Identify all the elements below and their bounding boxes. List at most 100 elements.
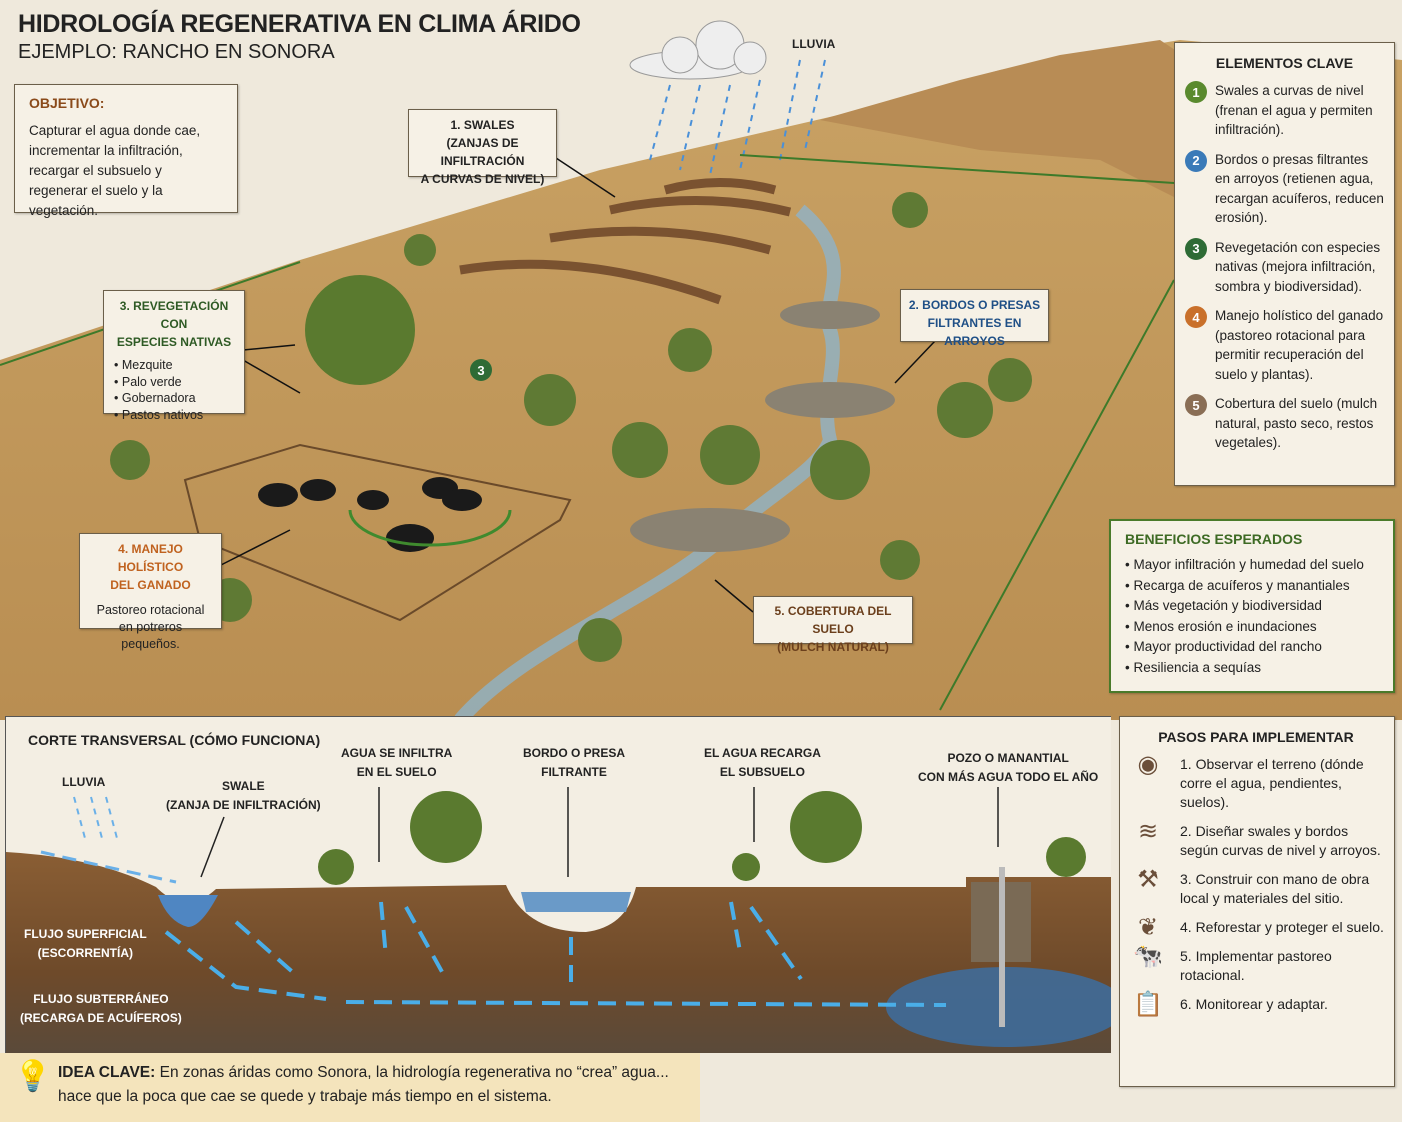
benefit-item: • Menos erosión e inundaciones bbox=[1125, 618, 1317, 634]
step-text: 4. Reforestar y proteger el suelo. bbox=[1180, 919, 1384, 935]
callout-line: (ZANJAS DE INFILTRACIÓN bbox=[440, 136, 525, 168]
steps-panel: PASOS PARA IMPLEMENTAR ◉ 1. Observar el t… bbox=[1119, 716, 1395, 1087]
bordos-callout: 2. BORDOS O PRESAS FILTRANTES EN ARROYOS bbox=[900, 289, 1049, 348]
clipboard-icon: 📋 bbox=[1133, 991, 1163, 1018]
connector-line bbox=[939, 279, 1175, 711]
eye-icon: ◉ bbox=[1137, 751, 1159, 778]
aquifer bbox=[886, 967, 1111, 1047]
callout-line: 4. MANEJO HOLÍSTICO bbox=[117, 542, 184, 574]
landscape-illustration bbox=[0, 20, 1402, 720]
manejo-callout: 4. MANEJO HOLÍSTICO DEL GANADO Pastoreo … bbox=[79, 533, 222, 651]
benefits-panel: BENEFICIOS ESPERADOS • Mayor infiltració… bbox=[1109, 519, 1395, 693]
species-item: • Mezquite bbox=[114, 358, 173, 372]
number-badge: 4 bbox=[1185, 306, 1207, 328]
number-badge: 2 bbox=[1185, 149, 1207, 172]
dam-water bbox=[521, 892, 631, 912]
benefit-item: • Más vegetación y biodiversidad bbox=[1125, 598, 1322, 613]
key-element-text: Revegetación con especies nativas (mejor… bbox=[1215, 239, 1381, 294]
swales-callout: 1. SWALES (ZANJAS DE INFILTRACIÓN A CURV… bbox=[408, 109, 557, 186]
contour-lines-icon: ≋ bbox=[1137, 818, 1159, 845]
cross-section-illustration bbox=[6, 787, 1111, 1053]
step-text: 3. Construir con mano de obra local y ma… bbox=[1180, 871, 1370, 906]
step-text: 1. Observar el terreno (dónde corre el a… bbox=[1180, 756, 1364, 810]
callout-line: A CURVAS DE NIVEL) bbox=[420, 172, 545, 186]
step-item: ⚒ 3. Construir con mano de obra local y m… bbox=[1128, 866, 1384, 908]
marker-3: 3 bbox=[470, 359, 492, 381]
page-subtitle: EJEMPLO: RANCHO EN SONORA bbox=[18, 41, 335, 63]
well-pipe bbox=[999, 867, 1005, 1027]
benefit-item: • Resiliencia a sequías bbox=[1125, 659, 1262, 675]
callout-line: ESPECIES NATIVAS bbox=[116, 335, 232, 349]
steps-list: ◉ 1. Observar el terreno (dónde corre el … bbox=[1128, 751, 1384, 1018]
cs-subterraneo-label: FLUJO SUBTERRÁNEO(RECARGA DE ACUÍFEROS) bbox=[20, 992, 182, 1025]
key-element-text: Bordos o presas filtrantes en arroyos (r… bbox=[1215, 151, 1384, 226]
objective-text: Capturar el agua donde cae, incrementar … bbox=[29, 123, 201, 218]
cobertura-callout: 5. COBERTURA DEL SUELO (MULCH NATURAL) bbox=[753, 596, 913, 654]
cow-icon: 🐄 bbox=[1133, 943, 1163, 970]
callout-line: Pastoreo rotacional bbox=[96, 603, 205, 617]
number-badge: 5 bbox=[1185, 394, 1207, 416]
callout-line: 3. REVEGETACIÓN CON bbox=[119, 299, 229, 331]
check-dams bbox=[630, 301, 895, 552]
label-arrows bbox=[200, 787, 999, 878]
cross-section-panel: CORTE TRANSVERSAL (CÓMO FUNCIONA) LLUVIA… bbox=[5, 716, 1111, 1053]
groundwater-flow-arrows bbox=[164, 901, 947, 1007]
shovel-icon: ⚒ bbox=[1137, 866, 1159, 893]
number-badge: 1 bbox=[1185, 81, 1207, 103]
panel-title: PASOS PARA IMPLEMENTAR bbox=[1158, 729, 1354, 745]
cloud-icon bbox=[629, 20, 767, 80]
step-text: 6. Monitorear y adaptar. bbox=[1180, 996, 1328, 1012]
callout-line: DEL GANADO bbox=[110, 578, 191, 592]
lightbulb-icon: 💡 bbox=[14, 1060, 52, 1093]
cs-superficial-label: FLUJO SUPERFICIAL(ESCORRENTÍA) bbox=[24, 927, 147, 960]
cs-swale-label: SWALE(ZANJA DE INFILTRACIÓN) bbox=[166, 779, 321, 812]
key-elements-list: 1 Swales a curvas de nivel (frenan el agu… bbox=[1185, 81, 1384, 453]
key-idea-text: En zonas áridas como Sonora, la hidrolog… bbox=[58, 1064, 669, 1105]
trees bbox=[318, 791, 1086, 885]
mountain-ridge bbox=[820, 40, 1190, 200]
step-item: ◉ 1. Observar el terreno (dónde corre el … bbox=[1128, 751, 1384, 812]
hillside bbox=[0, 40, 1402, 720]
benefits-list: • Mayor infiltración y humedad del suelo… bbox=[1125, 555, 1379, 678]
leader-lines bbox=[220, 157, 936, 613]
key-element-item: 3 Revegetación con especies nativas (mejo… bbox=[1185, 237, 1384, 297]
benefit-item: • Recarga de acuíferos y manantiales bbox=[1125, 577, 1350, 593]
key-element-text: Swales a curvas de nivel (frenan el agua… bbox=[1215, 83, 1373, 137]
objective-title: OBJETIVO: bbox=[29, 95, 105, 111]
cross-section-title: CORTE TRANSVERSAL (CÓMO FUNCIONA) bbox=[28, 732, 321, 748]
species-item: • Gobernadora bbox=[114, 391, 196, 405]
objective-box: OBJETIVO: Capturar el agua donde cae, in… bbox=[14, 84, 238, 218]
benefit-item: • Mayor infiltración y humedad del suelo bbox=[1125, 557, 1364, 572]
panel-title: ELEMENTOS CLAVE bbox=[1215, 55, 1354, 71]
rain-streaks bbox=[649, 59, 826, 176]
step-item: ≋2. Diseñar swales y bordos según curvas… bbox=[1128, 818, 1384, 860]
vegetation bbox=[110, 192, 1032, 662]
key-elements-panel: ELEMENTOS CLAVE 1 Swales a curvas de nive… bbox=[1174, 42, 1395, 486]
key-element-item: 4 Manejo holístico del ganado (pastoreo r… bbox=[1185, 306, 1384, 384]
number-badge: 3 bbox=[1185, 237, 1207, 260]
step-item: 🐄5. Implementar pastoreo rotacional. bbox=[1128, 943, 1384, 985]
panel-title: BENEFICIOS ESPERADOS bbox=[1125, 531, 1303, 547]
sprout-icon: ❦ bbox=[1137, 914, 1159, 941]
key-element-item: 1 Swales a curvas de nivel (frenan el agu… bbox=[1185, 81, 1384, 140]
revegetation-callout: 3. REVEGETACIÓN CON ESPECIES NATIVAS • M… bbox=[103, 290, 245, 422]
step-item: ❦ 4. Reforestar y proteger el suelo. bbox=[1128, 914, 1384, 941]
connector-line bbox=[739, 154, 1175, 184]
page-title: HIDROLOGÍA REGENERATIVA EN CLIMA ÁRIDO bbox=[18, 10, 581, 38]
callout-line: 1. SWALES bbox=[450, 118, 515, 132]
step-item: 📋 6. Monitorear y adaptar. bbox=[1128, 991, 1384, 1018]
benefit-item: • Mayor productividad del rancho bbox=[1125, 639, 1322, 654]
key-idea-banner: 💡 IDEA CLAVE: En zonas áridas como Sonor… bbox=[0, 1053, 700, 1122]
cs-rain-label: LLUVIA bbox=[62, 775, 106, 789]
species-item: • Palo verde bbox=[114, 374, 182, 389]
key-element-text: Manejo holístico del ganado (pastoreo ro… bbox=[1215, 308, 1384, 382]
callout-line: 5. COBERTURA DEL SUELO bbox=[774, 604, 892, 636]
callout-line: 2. BORDOS O PRESAS bbox=[908, 298, 1041, 312]
swales bbox=[459, 178, 792, 305]
callout-line: (MULCH NATURAL) bbox=[777, 640, 889, 654]
